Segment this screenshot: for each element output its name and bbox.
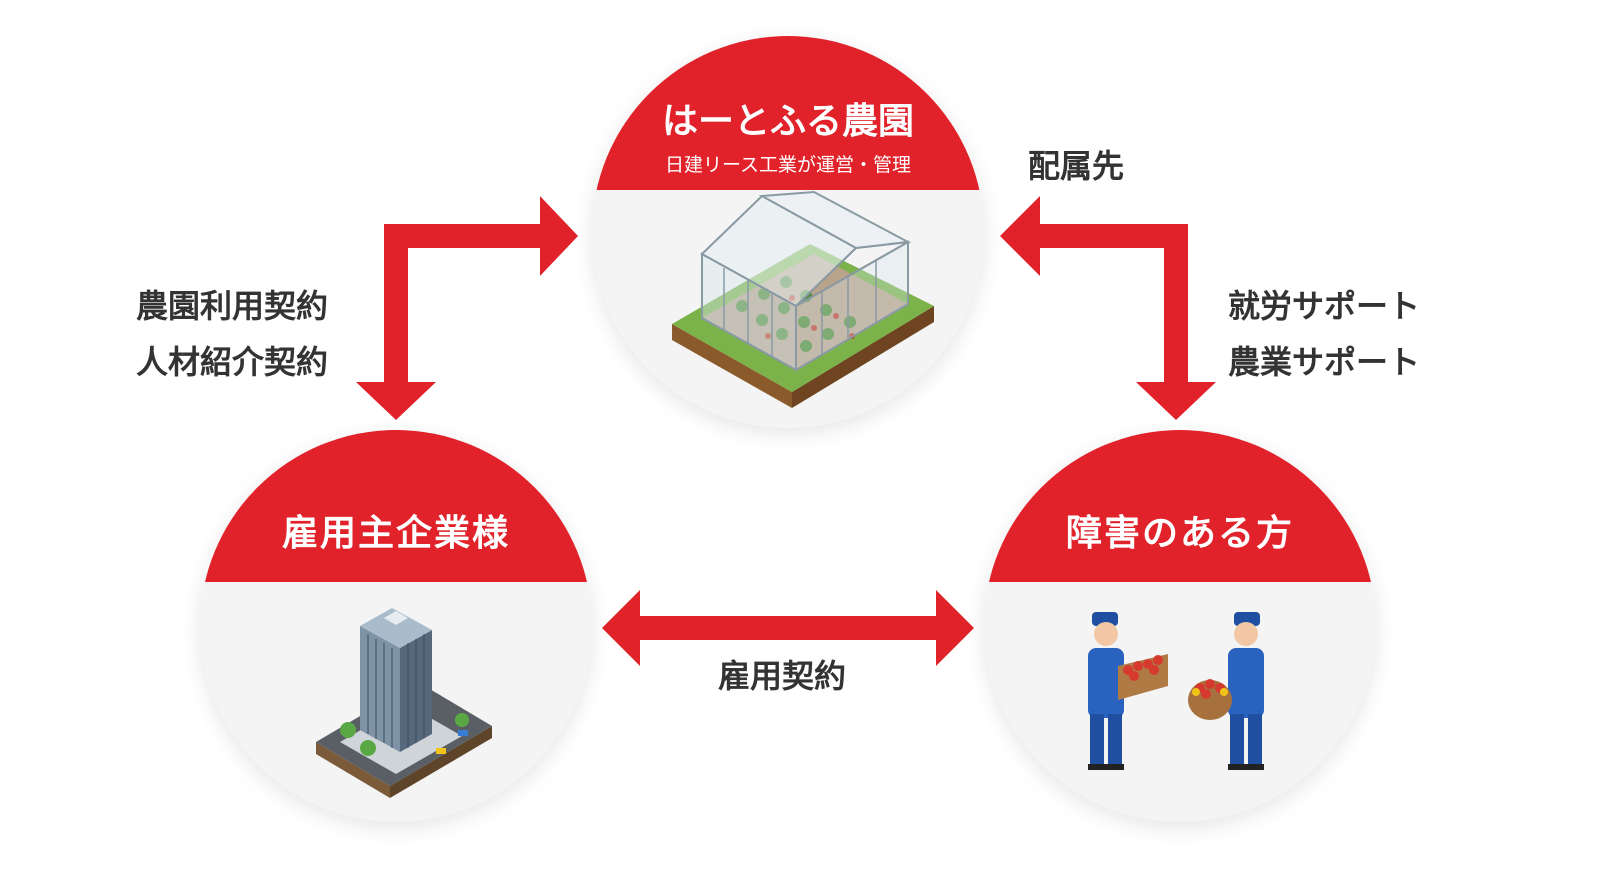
label-work-support: 就労サポート bbox=[1228, 287, 1421, 325]
employer-node-header bbox=[200, 430, 592, 582]
right-connector-vertical bbox=[1164, 224, 1188, 384]
label-employment-contract: 雇用契約 bbox=[718, 657, 847, 695]
left-arrowhead-to-employer bbox=[356, 382, 436, 420]
greenhouse-icon bbox=[672, 190, 934, 408]
bottom-arrowhead-right bbox=[936, 590, 974, 666]
left-arrowhead-to-farm bbox=[540, 196, 578, 276]
farm-node-subtitle: 日建リース工業が運営・管理 bbox=[664, 154, 912, 176]
farm-node-header bbox=[592, 36, 984, 190]
label-assignment: 配属先 bbox=[1028, 147, 1125, 185]
bottom-arrowhead-left bbox=[602, 590, 640, 666]
farm-workers-icon bbox=[1088, 612, 1264, 770]
disabled-workers-node-header bbox=[984, 430, 1376, 582]
label-staffing-contract: 人材紹介契約 bbox=[136, 343, 329, 381]
worker-left bbox=[1088, 612, 1168, 770]
employer-node: 雇用主企業様 bbox=[200, 430, 592, 822]
employer-node-title: 雇用主企業様 bbox=[281, 513, 510, 554]
left-connector-horizontal bbox=[384, 224, 542, 248]
disabled-workers-node: 障害のある方 bbox=[984, 430, 1376, 822]
right-connector-horizontal bbox=[1036, 224, 1188, 248]
farm-node: はーとふる農園 日建リース工業が運営・管理 bbox=[592, 36, 984, 428]
worker-right bbox=[1188, 612, 1264, 770]
disabled-workers-node-title: 障害のある方 bbox=[1065, 513, 1294, 554]
bottom-connector bbox=[638, 616, 938, 640]
office-building-icon bbox=[316, 608, 492, 798]
left-connector-vertical bbox=[384, 224, 408, 384]
right-arrowhead-to-workers bbox=[1136, 382, 1216, 420]
label-farm-use-contract: 農園利用契約 bbox=[136, 287, 329, 325]
farm-node-title: はーとふる農園 bbox=[661, 101, 914, 142]
label-farming-support: 農業サポート bbox=[1228, 343, 1421, 381]
right-arrowhead-to-farm bbox=[1000, 196, 1040, 276]
